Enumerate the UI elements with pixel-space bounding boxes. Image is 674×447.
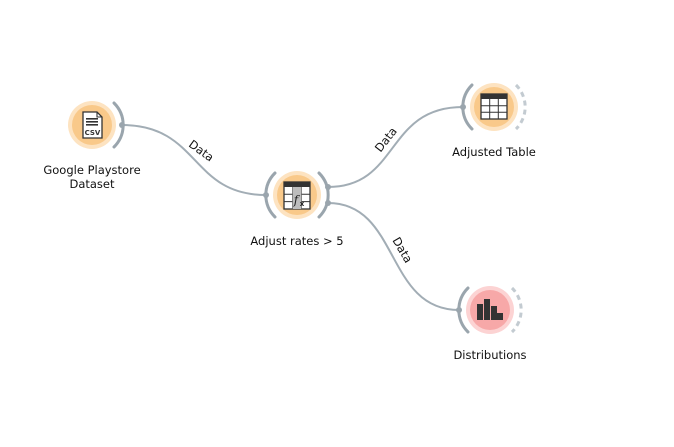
- node-google-playstore-dataset[interactable]: CSV: [68, 101, 125, 149]
- input-port-arc[interactable]: [264, 171, 277, 219]
- node-label-distributions: Distributions: [425, 348, 555, 362]
- csv-file-icon: CSV: [82, 111, 103, 139]
- svg-text:f: f: [293, 193, 301, 207]
- svg-text:CSV: CSV: [85, 129, 101, 137]
- output-port-arc[interactable]: [317, 171, 330, 219]
- link-formula-to-table[interactable]: [327, 106, 464, 188]
- link-formula-to-distributions[interactable]: [327, 202, 460, 311]
- node-label-line: Adjust rates > 5: [250, 234, 344, 248]
- input-port-arc[interactable]: [457, 286, 470, 334]
- node-label-google-playstore-dataset: Google Playstore Dataset: [32, 163, 152, 191]
- node-label-line: Google Playstore: [43, 163, 141, 177]
- svg-text:x: x: [300, 200, 305, 208]
- bar-chart-icon: [477, 299, 503, 320]
- node-distributions[interactable]: [457, 286, 523, 334]
- link-csv-to-formula[interactable]: [121, 124, 267, 196]
- node-label-line: Distributions: [453, 348, 527, 362]
- node-adjusted-table[interactable]: [461, 83, 527, 131]
- node-label-adjusted-table: Adjusted Table: [429, 145, 559, 159]
- formula-table-icon: f x: [283, 181, 311, 210]
- link-label: Data: [186, 137, 216, 164]
- link-label: Data: [372, 124, 400, 154]
- output-port-arc[interactable]: [112, 101, 125, 149]
- node-label-adjust-rates: Adjust rates > 5: [232, 234, 362, 248]
- node-label-line: Dataset: [69, 177, 115, 191]
- input-port-arc[interactable]: [461, 83, 474, 131]
- data-table-icon: [480, 93, 508, 120]
- node-adjust-rates[interactable]: f x: [264, 171, 330, 219]
- node-label-line: Adjusted Table: [452, 145, 536, 159]
- link-label: Data: [390, 235, 416, 266]
